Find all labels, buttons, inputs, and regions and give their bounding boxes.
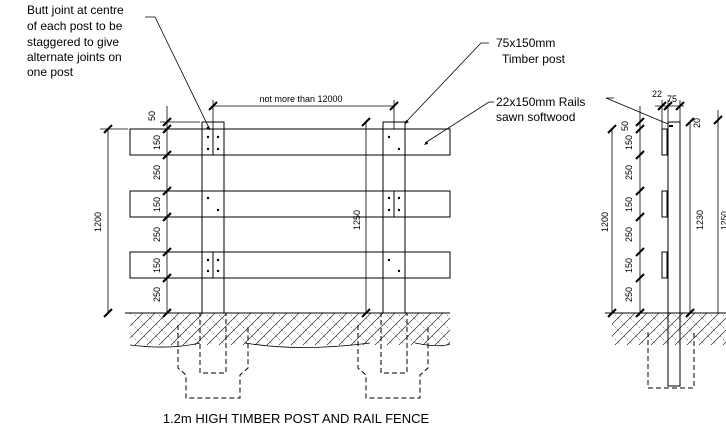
svg-text:of each post to be: of each post to be <box>27 19 123 33</box>
section-dim-rail-2: 150 <box>624 197 634 212</box>
svg-text:one post: one post <box>27 65 74 79</box>
dim-rail-3: 150 <box>152 258 162 273</box>
section-view <box>605 97 726 389</box>
svg-text:22x150mm Rails: 22x150mm Rails <box>496 95 585 109</box>
dim-rail-1: 150 <box>152 135 162 150</box>
svg-text:alternate joints on: alternate joints on <box>27 50 122 64</box>
dim-rail-2: 150 <box>152 197 162 212</box>
post-note: 75x150mm Timber post <box>496 36 566 66</box>
section-dim-gap-2: 250 <box>624 227 634 242</box>
svg-text:Timber post: Timber post <box>502 52 566 66</box>
leader-lines <box>145 16 494 145</box>
section-dim-top-offset-2: 20 <box>692 118 702 128</box>
section-dim-post-thk: 75 <box>667 94 677 104</box>
span-dimension <box>208 100 399 129</box>
drawing-title: 1.2m HIGH TIMBER POST AND RAIL FENCE <box>163 411 430 426</box>
dim-gap-3: 250 <box>152 287 162 302</box>
svg-text:sawn softwood: sawn softwood <box>496 110 575 124</box>
section-dim-rail-thk: 22 <box>652 89 662 99</box>
svg-text:Butt joint at centre: Butt joint at centre <box>27 3 124 17</box>
dim-gap-1: 250 <box>152 165 162 180</box>
dim-gap-2: 250 <box>152 227 162 242</box>
rails-note: 22x150mm Rails sawn softwood <box>496 95 585 124</box>
section-dim-gap-3: 250 <box>624 287 634 302</box>
section-dim-post-height: 1230 <box>695 210 705 230</box>
section-dim-rail-3: 150 <box>624 258 634 273</box>
elevation-view <box>100 16 494 399</box>
section-dim-top-offset: 50 <box>620 121 630 131</box>
nails <box>206 135 401 273</box>
overall-height-dimension <box>100 124 128 318</box>
section-dim-rail-1: 150 <box>624 135 634 150</box>
butt-joint-note: Butt joint at centre of each post to be … <box>27 3 124 79</box>
span-label: not more than 12000 <box>259 94 342 104</box>
svg-text:75x150mm: 75x150mm <box>496 36 555 50</box>
post-2 <box>357 121 429 399</box>
dim-top-offset: 50 <box>147 111 157 121</box>
ground-hatch <box>125 312 451 348</box>
section-dim-gap-1: 250 <box>624 165 634 180</box>
rails <box>129 128 451 279</box>
dim-post-height: 1250 <box>352 210 362 230</box>
svg-text:staggered to give: staggered to give <box>27 35 119 49</box>
section-dim-overall-cut: 1250 <box>719 211 726 230</box>
post-height-dimension <box>361 117 371 318</box>
section-dim-overall-height: 1200 <box>600 212 610 232</box>
dim-overall-height: 1200 <box>93 212 103 232</box>
left-dimension-chain <box>160 106 200 318</box>
